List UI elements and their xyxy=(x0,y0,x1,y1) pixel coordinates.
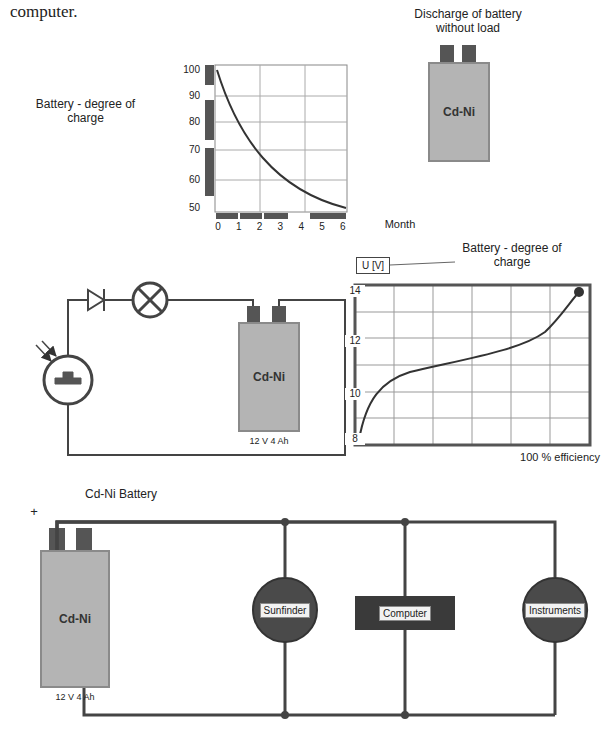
node-label: Cd-Ni xyxy=(253,370,285,384)
tick-label: 3 xyxy=(272,221,288,233)
load-circuit xyxy=(84,518,555,719)
tick-label: 1 xyxy=(231,221,247,233)
circuit-title: Cd-Ni Battery xyxy=(66,488,176,502)
wire xyxy=(57,522,555,577)
tick-label: 2 xyxy=(252,221,268,233)
node-label: Cd-Ni xyxy=(443,105,475,119)
tick-label: 10 xyxy=(345,388,365,400)
instruments-load: Instruments xyxy=(519,577,591,643)
battery: Cd-Ni12 V 4 Ah xyxy=(238,322,300,432)
battery-terminals xyxy=(49,45,476,558)
sunfinder-load: Sunfinder xyxy=(250,577,320,643)
tick-label: 60 xyxy=(170,174,200,186)
solar-circuit xyxy=(36,283,345,455)
tick-label: 50 xyxy=(170,202,200,214)
tick-label: 8 xyxy=(345,433,365,445)
page-text: computer. xyxy=(10,2,130,22)
axis-title: Month xyxy=(372,218,428,231)
rating-label: 12 V 4 Ah xyxy=(55,692,94,702)
node-label: Cd-Ni xyxy=(59,612,91,626)
axis-title: 100 % efficiency xyxy=(500,451,600,464)
axis-unit-box: U [V] xyxy=(356,257,390,274)
discharge-chart xyxy=(205,65,347,219)
node-label: Computer xyxy=(379,606,431,621)
tick-label: 70 xyxy=(170,144,200,156)
tick-label: 14 xyxy=(345,285,365,297)
computer-load: Computer xyxy=(355,596,455,630)
tick-label: 0 xyxy=(210,221,226,233)
battery: Cd-Ni12 V 4 Ah xyxy=(40,550,110,688)
battery: Cd-Ni xyxy=(428,62,490,162)
tick-label: 4 xyxy=(293,221,309,233)
tick-label: 12 xyxy=(345,335,365,347)
tick-label: 80 xyxy=(170,116,200,128)
axis-title: Battery - degree of charge xyxy=(28,98,143,126)
node-label: Sunfinder xyxy=(260,603,311,618)
tick-label: 5 xyxy=(314,221,330,233)
polarity-sign: + xyxy=(26,505,42,520)
node-label: U [V] xyxy=(362,260,384,271)
axis-title: Battery - degree of charge xyxy=(452,242,572,270)
tick-label: 6 xyxy=(335,221,351,233)
tick-label: 90 xyxy=(170,90,200,102)
node-label: Instruments xyxy=(525,603,585,618)
chart-title: Discharge of battery without load xyxy=(398,8,538,36)
tick-label: 100 xyxy=(170,64,200,76)
charge-chart xyxy=(355,262,590,445)
rating-label: 12 V 4 Ah xyxy=(249,436,288,446)
